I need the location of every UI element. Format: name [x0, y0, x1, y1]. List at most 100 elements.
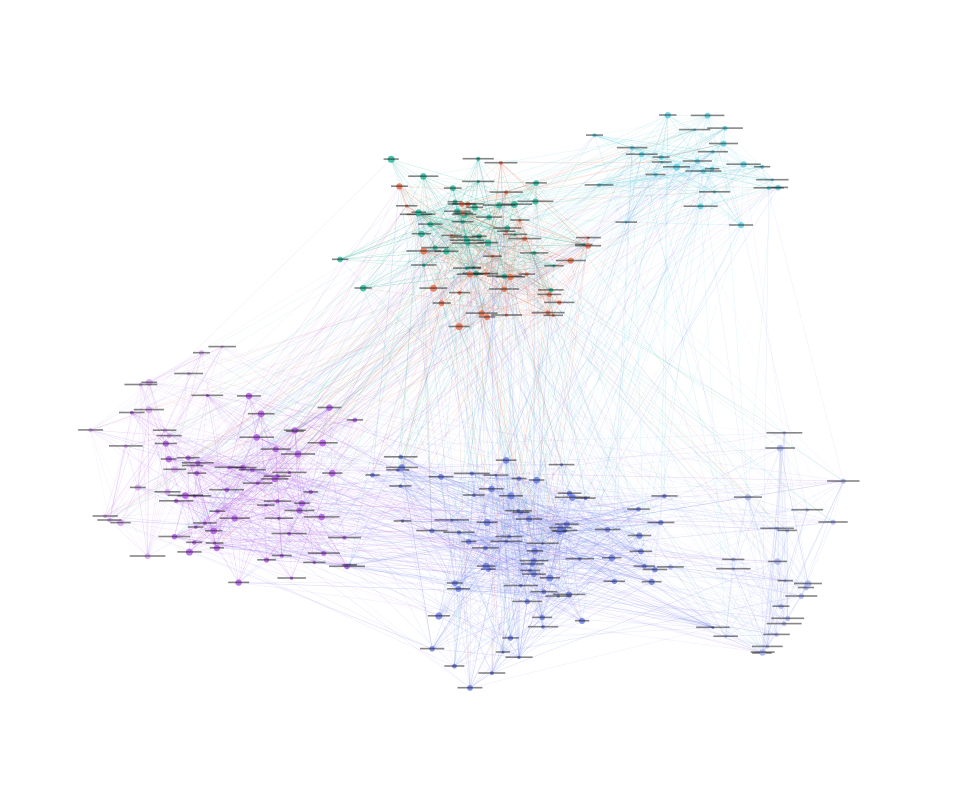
graph-edge [594, 135, 627, 223]
graph-edge [213, 530, 348, 567]
graph-edge [372, 211, 458, 476]
graph-edge [120, 493, 570, 523]
graph-edge [120, 289, 551, 523]
graph-edge [399, 186, 507, 542]
graph-edge [469, 274, 550, 295]
graph-edge [466, 240, 527, 275]
graph-edge [441, 192, 507, 304]
graph-edge [421, 228, 508, 235]
graph-edge [125, 446, 138, 488]
graph-edge [137, 487, 734, 560]
graph-edge [397, 191, 715, 471]
graph-edge [90, 429, 507, 542]
graph-edge [195, 454, 299, 528]
graph-edge [462, 213, 507, 316]
graph-edge [188, 352, 202, 374]
graph-edge [402, 235, 452, 522]
graph-edge [711, 128, 726, 169]
node-label-mark [446, 588, 470, 590]
graph-edge [485, 547, 528, 602]
graph-edge [607, 522, 661, 530]
node-label-mark [704, 167, 720, 170]
graph-edge [294, 407, 330, 432]
graph-edge [478, 181, 573, 498]
graph-edge [207, 395, 521, 586]
graph-edge [777, 561, 788, 619]
graph-edge [297, 454, 806, 588]
graph-edge [432, 648, 520, 658]
graph-edge [536, 182, 778, 529]
graph-edge [451, 235, 560, 532]
graph-edge [430, 224, 487, 567]
node-label-mark [109, 445, 143, 447]
graph-edge [451, 520, 460, 533]
graph-edge [533, 154, 642, 575]
graph-edge [147, 346, 223, 557]
graph-edge [417, 214, 460, 533]
graph-edge [125, 143, 724, 447]
graph-edge [486, 522, 489, 570]
graph-edge [187, 395, 250, 459]
graph-edge [131, 168, 713, 413]
graph-edge [234, 212, 419, 519]
graph-edge [506, 231, 511, 278]
graph-edge [238, 407, 330, 583]
graph-edge [464, 214, 554, 267]
node-label-mark [663, 166, 690, 168]
graph-edge [510, 315, 554, 497]
graph-edge [473, 222, 627, 496]
graph-edge [767, 432, 785, 647]
graph-edge [418, 212, 511, 639]
graph-edge [471, 473, 642, 552]
graph-edge [505, 225, 742, 461]
graph-edge [626, 147, 633, 223]
graph-edge [631, 147, 701, 207]
node-label-mark [78, 429, 104, 431]
graph-edge [213, 530, 292, 579]
graph-edge [747, 497, 785, 624]
graph-edge [265, 505, 671, 568]
graph-edge [137, 409, 150, 488]
graph-edge [423, 176, 570, 494]
graph-edge [252, 469, 348, 567]
graph-edge [400, 486, 459, 590]
graph-edge [228, 302, 560, 468]
node-label-mark [791, 508, 824, 511]
graph-edge [147, 409, 150, 557]
graph-edge [660, 432, 785, 523]
graph-edge [277, 476, 652, 583]
graph-edge [566, 498, 586, 525]
graph-edge [598, 166, 677, 186]
node-label-mark [576, 236, 601, 239]
graph-edge [419, 214, 488, 243]
graph-edge [248, 395, 398, 471]
graph-edge [747, 497, 834, 523]
graph-edge [725, 636, 768, 647]
graph-edge [400, 273, 477, 487]
graph-edge [104, 435, 170, 517]
graph-edge [461, 191, 715, 205]
node-label-mark [332, 258, 349, 261]
node-label-mark [354, 287, 372, 289]
graph-edge [289, 472, 315, 563]
graph-edge [594, 135, 713, 153]
graph-edge [277, 237, 589, 502]
graph-edge [164, 430, 489, 570]
graph-edge [459, 192, 507, 327]
graph-edge [174, 495, 186, 537]
node-label-mark [247, 412, 275, 415]
graph-edge [204, 523, 763, 653]
graph-edge [433, 204, 468, 289]
node-label-mark [544, 301, 575, 304]
node-label-mark [768, 560, 788, 563]
graph-edge [733, 448, 781, 569]
graph-edge [194, 326, 460, 543]
graph-edge [579, 509, 639, 560]
node-label-mark [465, 312, 498, 314]
graph-edge [491, 488, 511, 639]
graph-edge [260, 413, 300, 511]
graph-edge [431, 530, 713, 628]
graph-edge [187, 457, 214, 531]
node-label-mark [505, 656, 533, 658]
